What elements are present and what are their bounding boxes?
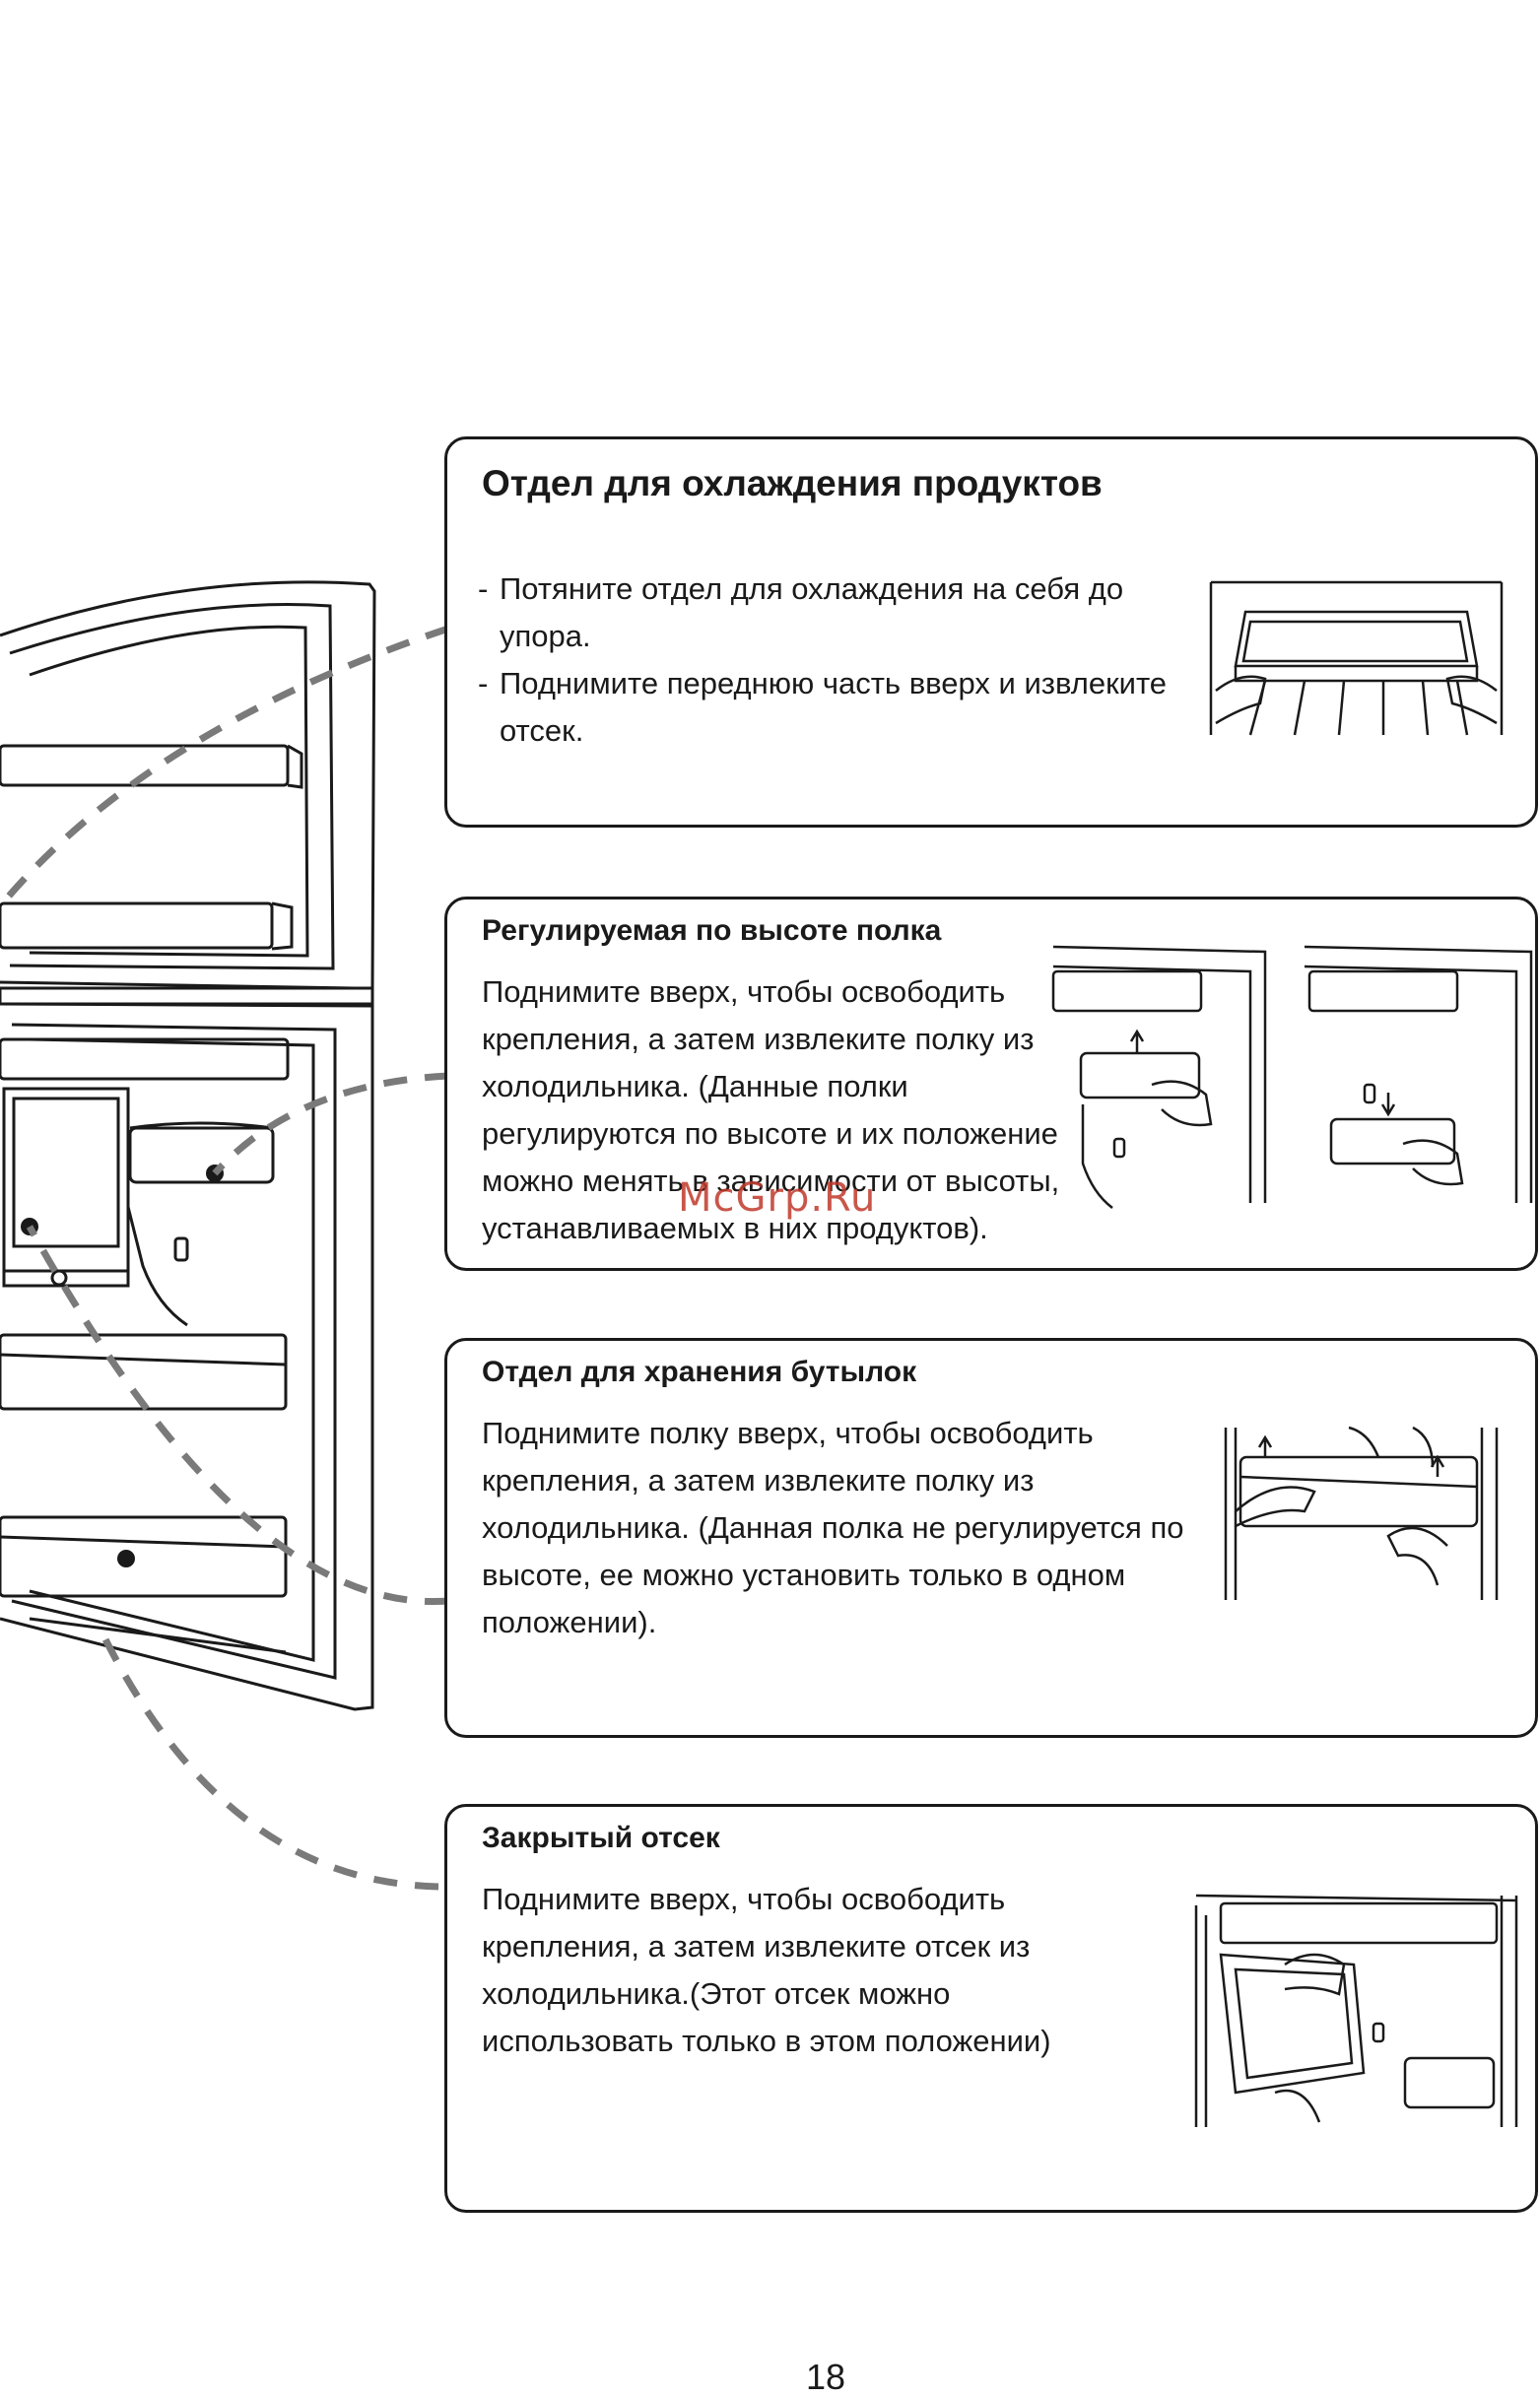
- closed-compartment-panel: Закрытый отсек Поднимите вверх, чтобы ос…: [444, 1804, 1538, 2213]
- watermark: McGrp.Ru: [678, 1175, 877, 1221]
- instruction-text: Поднимите вверх, чтобы освободить крепле…: [482, 1882, 1051, 2058]
- closed-compartment-illustration: [1194, 1894, 1518, 2127]
- adjustable-shelf-panel: Регулируемая по высоте полка Поднимите в…: [444, 897, 1538, 1271]
- chilling-drawer-illustration: [1209, 580, 1504, 736]
- dashed-connector-lines: [0, 625, 450, 1891]
- refrigerator-door-illustration: [0, 580, 376, 1711]
- instruction-text: Поднимите полку вверх, чтобы освободить …: [482, 1416, 1184, 1639]
- instruction-list: - Потяните отдел для охлаждения на себя …: [478, 566, 1168, 755]
- list-item: - Потяните отдел для охлаждения на себя …: [478, 571, 1124, 653]
- bottle-shelf-illustration: [1224, 1426, 1499, 1600]
- page-number: 18: [806, 2357, 846, 2397]
- shelf-lift-illustration: [1051, 945, 1533, 1209]
- panel-title: Отдел для охлаждения продуктов: [482, 463, 1103, 503]
- panel-title: Отдел для хранения бутылок: [482, 1356, 917, 1388]
- instruction-text: Поднимите вверх, чтобы освободить крепле…: [482, 974, 1060, 1245]
- chilling-compartment-panel: Отдел для охлаждения продуктов - Потянит…: [444, 436, 1538, 828]
- list-item: - Поднимите переднюю часть вверх и извле…: [478, 666, 1168, 748]
- panel-title: Регулируемая по высоте полка: [482, 914, 942, 947]
- bottle-storage-panel: Отдел для хранения бутылок Поднимите пол…: [444, 1338, 1538, 1738]
- panel-title: Закрытый отсек: [482, 1822, 720, 1854]
